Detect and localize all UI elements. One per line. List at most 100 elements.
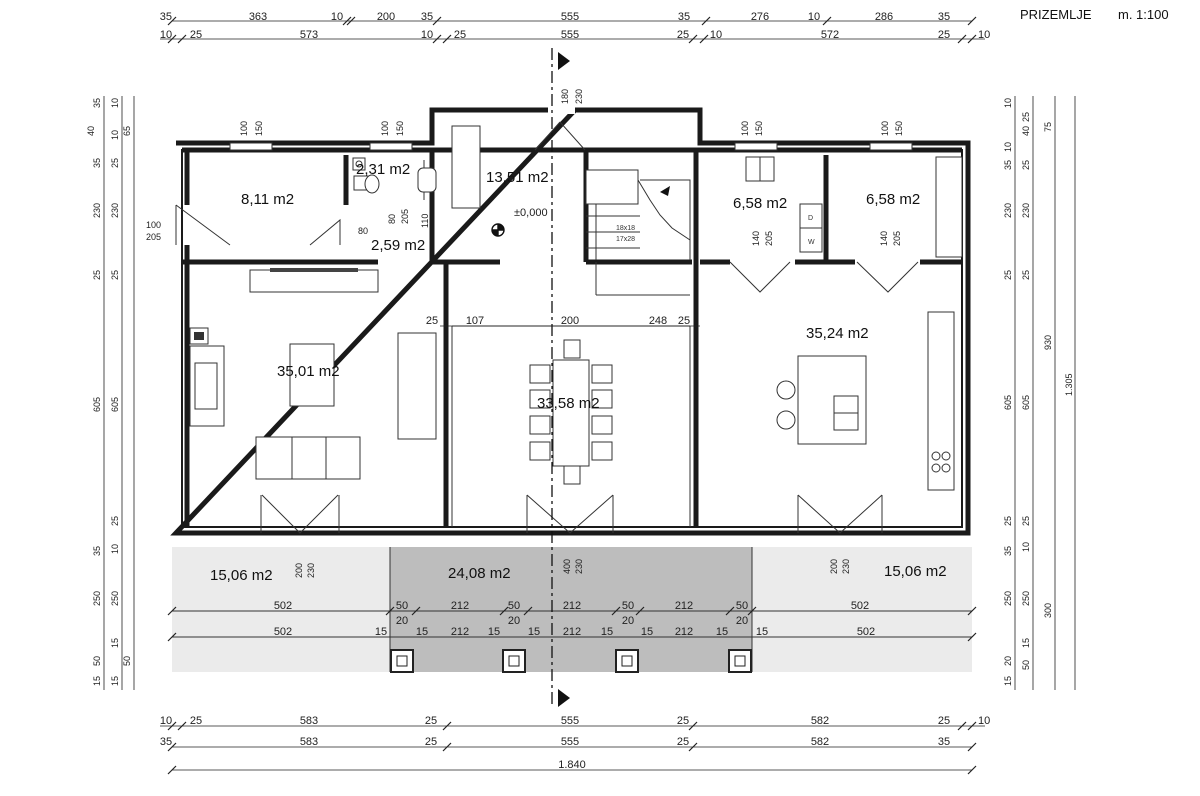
svg-text:10: 10 <box>110 544 120 554</box>
room-area-35-24: 35,24 m2 <box>806 325 869 342</box>
room-area-2-31: 2,31 m2 <box>356 161 410 178</box>
svg-text:10: 10 <box>331 11 343 23</box>
svg-text:230: 230 <box>306 563 316 578</box>
svg-text:205: 205 <box>764 231 774 246</box>
svg-text:20: 20 <box>1003 656 1013 666</box>
svg-text:25: 25 <box>1003 270 1013 280</box>
svg-text:572: 572 <box>821 29 839 41</box>
svg-text:10: 10 <box>1003 142 1013 152</box>
svg-text:50: 50 <box>508 600 520 612</box>
svg-text:50: 50 <box>1021 660 1031 670</box>
svg-text:502: 502 <box>274 600 292 612</box>
plan-scale: m. 1:100 <box>1118 7 1169 22</box>
svg-text:25: 25 <box>190 29 202 41</box>
svg-text:25: 25 <box>426 315 438 327</box>
svg-text:605: 605 <box>1003 395 1013 410</box>
svg-text:10: 10 <box>110 98 120 108</box>
svg-text:15: 15 <box>756 626 768 638</box>
svg-text:583: 583 <box>300 715 318 727</box>
svg-text:35: 35 <box>160 11 172 23</box>
svg-text:15: 15 <box>601 626 613 638</box>
svg-text:25: 25 <box>938 715 950 727</box>
svg-text:200: 200 <box>829 559 839 574</box>
svg-text:15: 15 <box>1003 676 1013 686</box>
svg-text:10: 10 <box>978 715 990 727</box>
svg-text:50: 50 <box>92 656 102 666</box>
svg-text:230: 230 <box>1021 203 1031 218</box>
svg-text:573: 573 <box>300 29 318 41</box>
svg-text:930: 930 <box>1043 335 1053 350</box>
room-area-33-58: 33,58 m2 <box>537 395 600 412</box>
svg-text:205: 205 <box>400 209 410 224</box>
svg-text:212: 212 <box>451 600 469 612</box>
svg-text:250: 250 <box>110 591 120 606</box>
svg-text:363: 363 <box>249 11 267 23</box>
svg-text:205: 205 <box>892 231 902 246</box>
svg-text:582: 582 <box>811 736 829 748</box>
svg-text:50: 50 <box>736 600 748 612</box>
svg-text:50: 50 <box>122 656 132 666</box>
svg-text:35: 35 <box>938 11 950 23</box>
svg-text:25: 25 <box>190 715 202 727</box>
opening-labels: 100 150 100 150 180 230 100 150 100 150 … <box>146 89 904 578</box>
bottom-dimensions: 10 25 583 25 555 25 582 25 10 35 583 25 … <box>160 715 990 775</box>
svg-text:25: 25 <box>677 715 689 727</box>
svg-text:276: 276 <box>751 11 769 23</box>
svg-text:25: 25 <box>1021 270 1031 280</box>
room-area-35-01: 35,01 m2 <box>277 363 340 380</box>
svg-text:200: 200 <box>561 315 579 327</box>
svg-text:555: 555 <box>561 715 579 727</box>
left-dimensions: 35 10 40 65 10 35 25 230 230 25 25 605 6… <box>86 96 135 690</box>
svg-text:10: 10 <box>160 29 172 41</box>
terrace: 502 50 212 50 212 50 212 50 502 20 20 20… <box>167 547 977 673</box>
svg-text:25: 25 <box>677 29 689 41</box>
svg-text:35: 35 <box>92 98 102 108</box>
svg-text:100: 100 <box>146 220 161 230</box>
svg-text:±0,000: ±0,000 <box>514 207 548 219</box>
svg-text:15: 15 <box>110 638 120 648</box>
svg-text:605: 605 <box>110 397 120 412</box>
svg-text:10: 10 <box>808 11 820 23</box>
svg-text:40: 40 <box>1021 126 1031 136</box>
svg-text:25: 25 <box>1021 112 1031 122</box>
svg-text:15: 15 <box>488 626 500 638</box>
svg-text:20: 20 <box>508 615 520 627</box>
post <box>502 649 526 673</box>
svg-text:205: 205 <box>146 232 161 242</box>
svg-text:25: 25 <box>1021 516 1031 526</box>
svg-text:140: 140 <box>751 231 761 246</box>
svg-text:250: 250 <box>92 591 102 606</box>
svg-text:250: 250 <box>1021 591 1031 606</box>
svg-text:10: 10 <box>1021 542 1031 552</box>
svg-text:286: 286 <box>875 11 893 23</box>
svg-text:230: 230 <box>92 203 102 218</box>
svg-text:1.840: 1.840 <box>558 759 586 771</box>
room-area-24-08: 24,08 m2 <box>448 565 511 582</box>
svg-text:200: 200 <box>377 11 395 23</box>
svg-text:80: 80 <box>387 214 397 224</box>
furniture: D W ±0,000 <box>189 156 963 491</box>
svg-text:248: 248 <box>649 315 667 327</box>
svg-text:212: 212 <box>451 626 469 638</box>
svg-text:555: 555 <box>561 11 579 23</box>
svg-text:150: 150 <box>254 121 264 136</box>
svg-text:25: 25 <box>1003 516 1013 526</box>
doors <box>175 121 919 534</box>
svg-text:230: 230 <box>1003 203 1013 218</box>
svg-text:150: 150 <box>395 121 405 136</box>
svg-text:35: 35 <box>938 736 950 748</box>
svg-text:15: 15 <box>528 626 540 638</box>
svg-text:18x18: 18x18 <box>616 225 635 232</box>
svg-text:10: 10 <box>421 29 433 41</box>
svg-text:555: 555 <box>561 736 579 748</box>
svg-text:212: 212 <box>563 626 581 638</box>
svg-text:35: 35 <box>92 158 102 168</box>
svg-text:555: 555 <box>561 29 579 41</box>
svg-text:80: 80 <box>358 226 368 236</box>
svg-text:35: 35 <box>678 11 690 23</box>
svg-text:300: 300 <box>1043 603 1053 618</box>
svg-text:35: 35 <box>160 736 172 748</box>
walls: 18x18 17x28 <box>170 106 971 536</box>
svg-text:230: 230 <box>574 89 584 104</box>
